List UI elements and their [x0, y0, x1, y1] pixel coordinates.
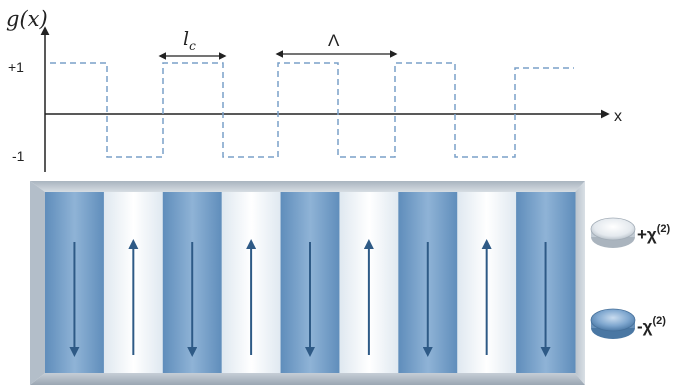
slab-bottom-face [30, 373, 585, 385]
legend-negative: -χ(2) [590, 308, 666, 339]
slab-left-face [30, 181, 45, 385]
x-axis-label: x [614, 108, 622, 125]
domain-stripes [45, 192, 576, 373]
negative-chi-label: -χ(2) [637, 315, 666, 336]
positive-chi-exponent: (2) [657, 223, 671, 235]
negative-chi-exponent: (2) [652, 315, 666, 327]
slab-right-face [575, 181, 585, 385]
positive-disk-icon [590, 217, 636, 241]
period-label: Λ [328, 31, 340, 50]
coherence-length-subscript: c [189, 39, 196, 53]
gx-plot: g(x) x +1 -1 lc Λ [6, 7, 622, 172]
slab-top-face [30, 181, 585, 192]
positive-chi-label: +χ(2) [637, 223, 670, 244]
crystal-slab [30, 181, 585, 385]
coherence-length-label: lc [183, 28, 196, 53]
legend: +χ(2) -χ(2) [590, 217, 670, 339]
legend-positive: +χ(2) [590, 217, 670, 248]
tick-label-plus-one: +1 [8, 59, 24, 75]
square-wave [50, 62, 574, 158]
y-axis-label: g(x) [6, 7, 48, 31]
negative-disk-icon [590, 308, 636, 332]
tick-label-minus-one: -1 [12, 148, 25, 164]
